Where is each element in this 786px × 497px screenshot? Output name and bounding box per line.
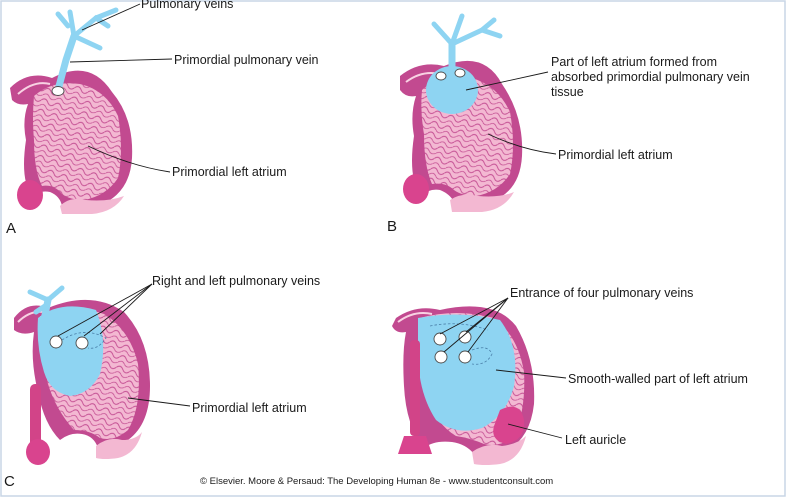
leader-line bbox=[83, 283, 153, 337]
label-smooth-walled: Smooth-walled part of left atrium bbox=[568, 372, 748, 386]
vein-orifice bbox=[51, 86, 65, 96]
absorbed-vein-tissue bbox=[37, 306, 104, 396]
leader-line bbox=[487, 133, 557, 155]
lower-fold bbox=[450, 192, 514, 212]
leader-line bbox=[87, 145, 171, 173]
lower-fold bbox=[60, 196, 124, 214]
vein-orifice bbox=[435, 71, 447, 81]
pulmonary-vein-branch bbox=[45, 285, 65, 303]
leader-line bbox=[99, 283, 153, 335]
sinus-venosus-vessel bbox=[410, 340, 420, 436]
trabeculated-tissue bbox=[33, 83, 121, 200]
panel-d: Entrance of four pulmonary veins Smooth-… bbox=[392, 286, 748, 465]
wall-highlight bbox=[397, 312, 433, 323]
pulmonary-vein-branch bbox=[93, 7, 119, 21]
leader-line bbox=[81, 3, 141, 31]
pulmonary-vein-branch bbox=[67, 9, 77, 39]
sinus-venosus-vessel bbox=[30, 384, 41, 448]
auricle-knob bbox=[403, 174, 429, 204]
leader-line bbox=[69, 58, 173, 63]
label-primordial-left-atrium: Primordial left atrium bbox=[172, 165, 287, 179]
primordial-pulmonary-vein bbox=[54, 32, 78, 94]
vein-outline-dashed bbox=[61, 332, 107, 349]
pulmonary-vein-branch bbox=[33, 301, 51, 315]
leader-line bbox=[507, 423, 563, 439]
pulmonary-vein-branch bbox=[431, 21, 455, 47]
pulmonary-vein-branch bbox=[449, 27, 503, 47]
vein-orifice bbox=[458, 350, 472, 364]
pulmonary-vein-branch bbox=[479, 17, 497, 33]
panel-letter: C bbox=[4, 473, 15, 490]
vessel-base bbox=[398, 436, 432, 454]
leader-line bbox=[465, 71, 549, 91]
leader-line bbox=[57, 283, 153, 337]
vein-outline-dashed bbox=[471, 347, 493, 365]
vein-orifice bbox=[454, 68, 466, 78]
leader-line bbox=[467, 297, 509, 353]
label-absorbed-line1: Part of left atrium formed from bbox=[551, 55, 717, 69]
lower-fold bbox=[96, 432, 142, 459]
panel-letter: B bbox=[387, 218, 397, 235]
label-absorbed-line3: tissue bbox=[551, 85, 584, 99]
wall-highlight bbox=[17, 82, 51, 95]
label-pulmonary-veins: Pulmonary veins bbox=[141, 0, 233, 11]
vein-orifice bbox=[49, 335, 63, 349]
leader-line bbox=[127, 397, 191, 407]
vein-orifice bbox=[433, 332, 447, 346]
panel-a: Pulmonary veins Primordial pulmonary vei… bbox=[6, 0, 319, 237]
pulmonary-vein-branch bbox=[27, 289, 51, 303]
pulmonary-vein-branch bbox=[71, 33, 103, 51]
label-right-left-pulmonary-veins: Right and left pulmonary veins bbox=[152, 274, 320, 288]
leader-line bbox=[495, 369, 567, 379]
panel-letter: A bbox=[6, 220, 16, 237]
vein-orifice bbox=[458, 330, 472, 344]
leader-line bbox=[439, 297, 509, 335]
label-absorbed-line2: absorbed primordial pulmonary vein bbox=[551, 70, 750, 84]
panel-b: Part of left atrium formed from absorbed… bbox=[387, 13, 750, 235]
copyright-credit: © Elsevier. Moore & Persaud: The Develop… bbox=[200, 476, 553, 487]
label-primordial-left-atrium: Primordial left atrium bbox=[558, 148, 673, 162]
left-auricle bbox=[493, 406, 525, 444]
leader-line bbox=[443, 297, 509, 353]
pulmonary-vein-branch bbox=[449, 13, 465, 47]
label-left-auricle: Left auricle bbox=[565, 433, 626, 447]
panel-c: Right and left pulmonary veins Primordia… bbox=[4, 274, 320, 490]
lower-fold bbox=[472, 436, 526, 465]
label-primordial-left-atrium: Primordial left atrium bbox=[192, 401, 307, 415]
label-primordial-pulmonary-vein: Primordial pulmonary vein bbox=[174, 53, 319, 67]
vein-orifice bbox=[75, 336, 89, 350]
auricle-knob bbox=[17, 180, 43, 210]
vein-orifice bbox=[434, 350, 448, 364]
label-entrance-four-veins: Entrance of four pulmonary veins bbox=[510, 286, 693, 300]
auricle-knob bbox=[26, 439, 50, 465]
wall-highlight bbox=[17, 310, 45, 323]
pulmonary-vein-branch bbox=[55, 11, 71, 29]
vein-outline-dashed bbox=[429, 323, 489, 331]
